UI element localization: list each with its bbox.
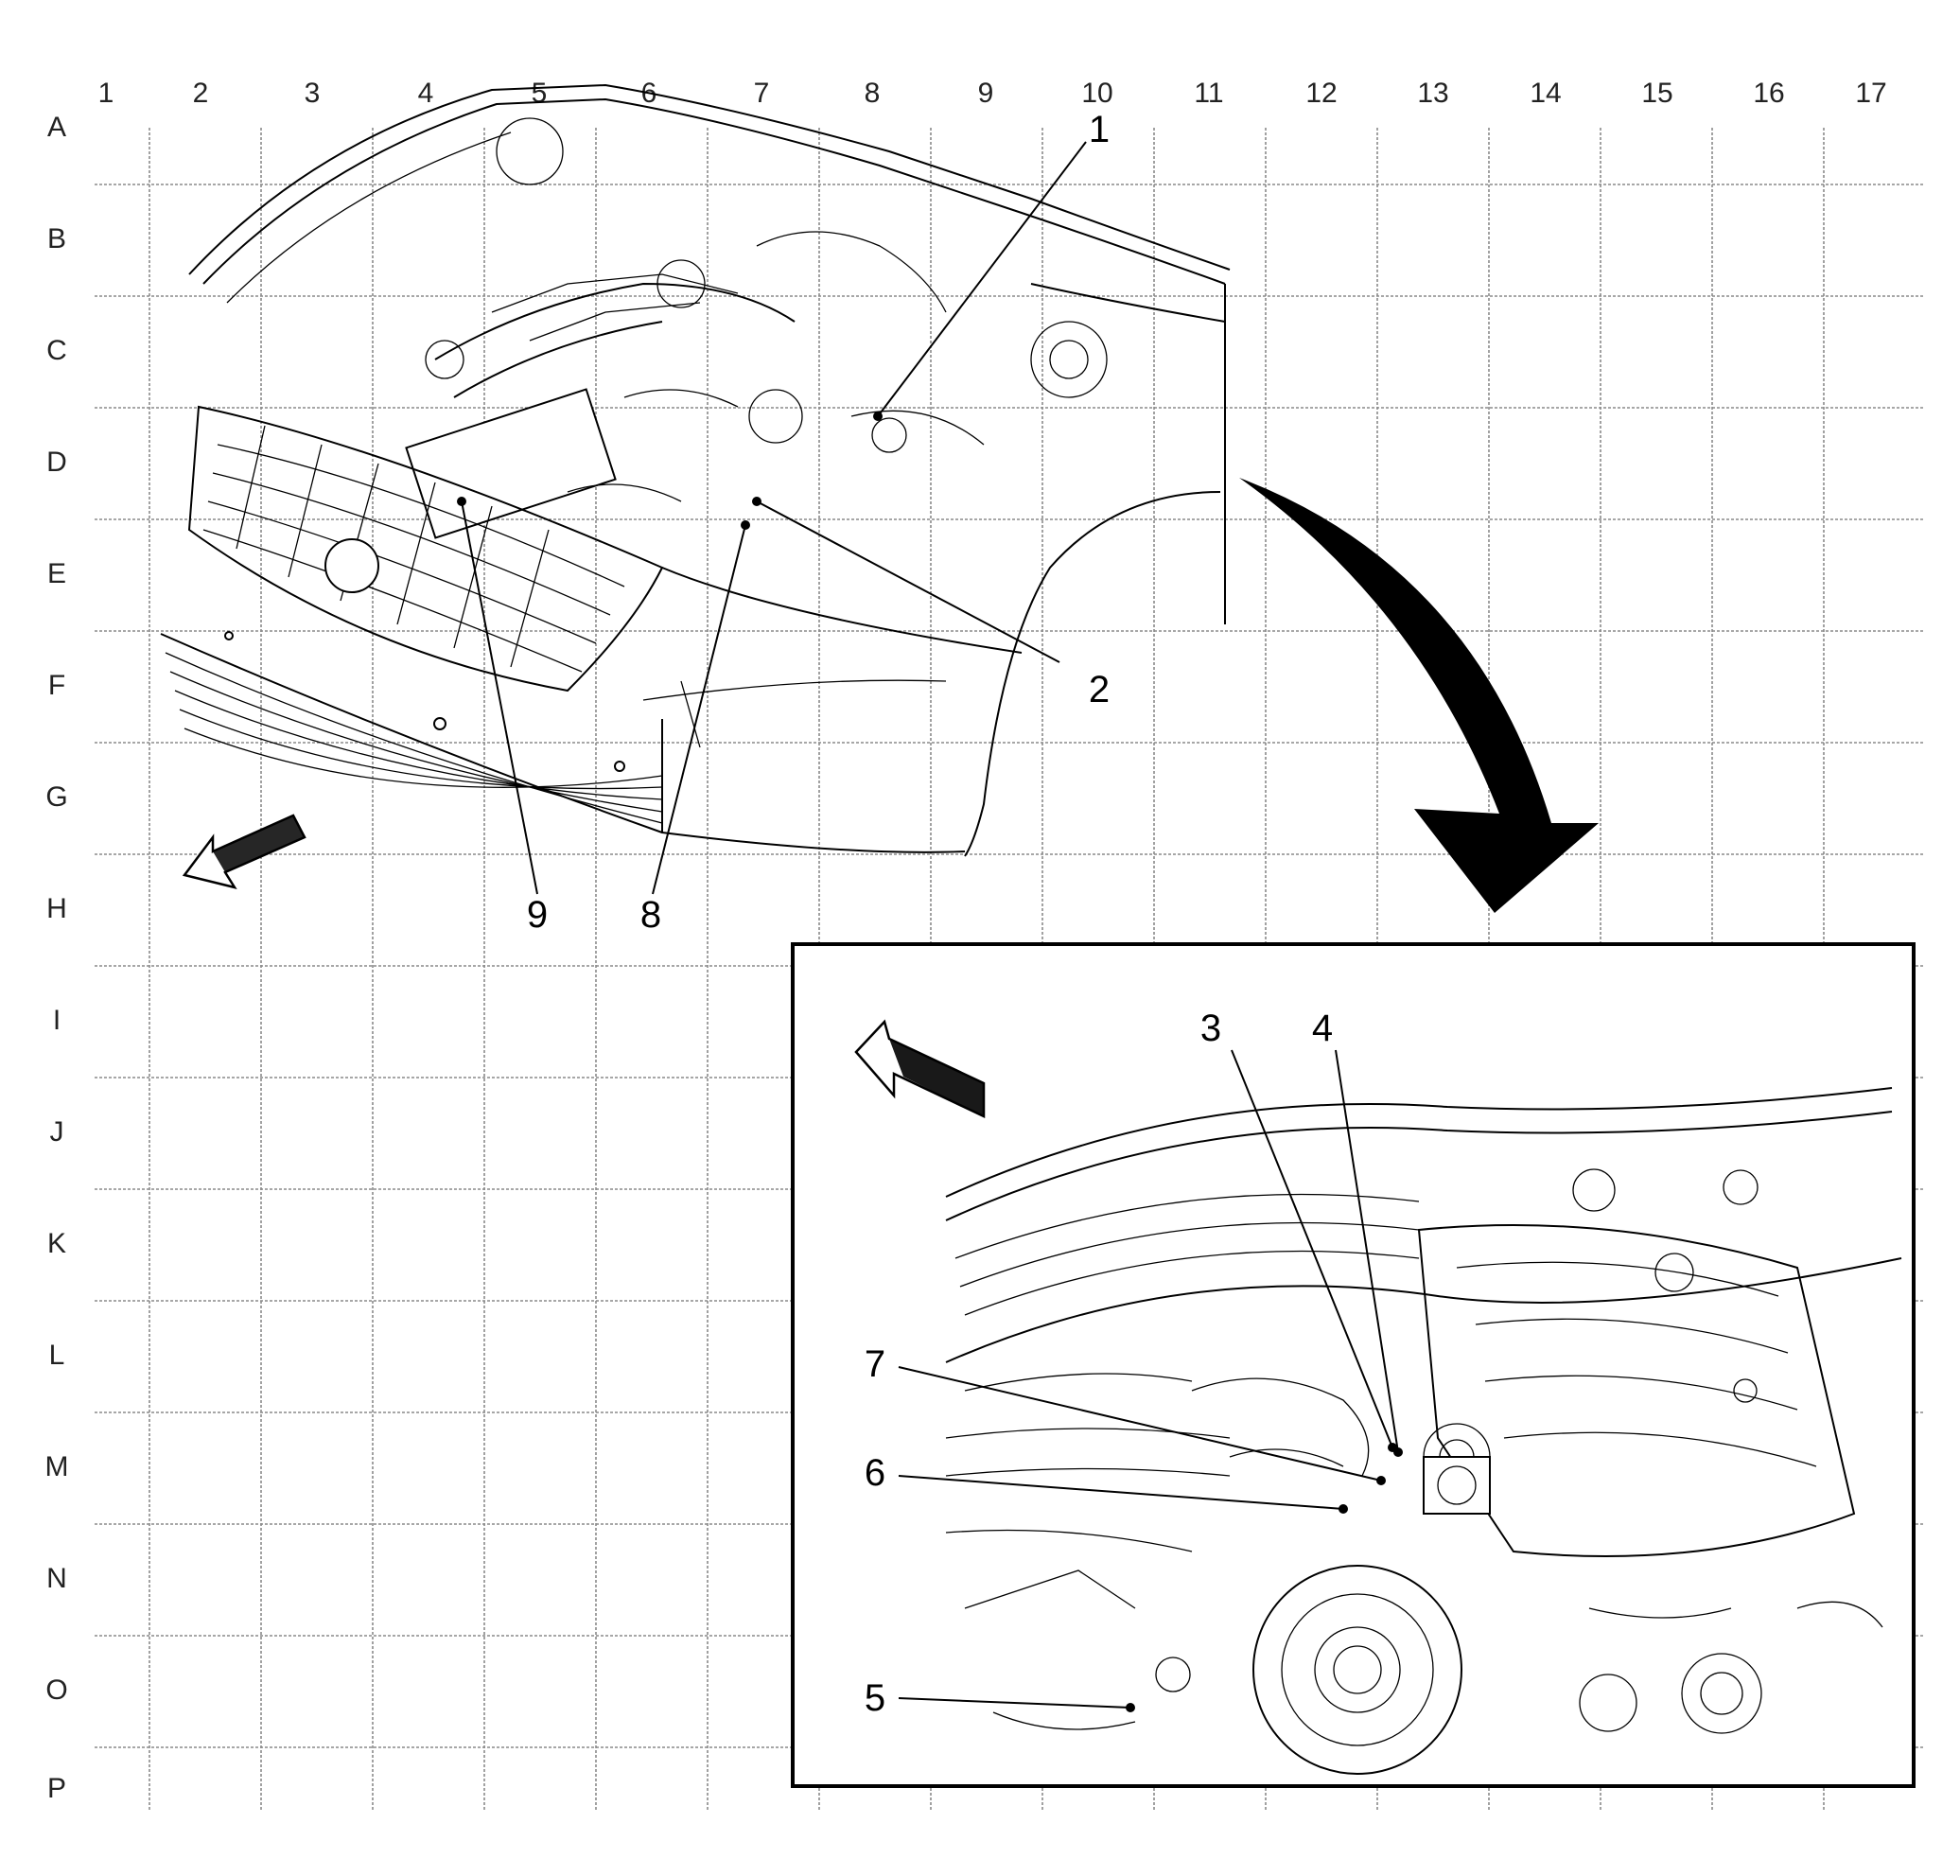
grid-column-label: 9 [978,78,994,109]
callout-leader-lines [457,141,1403,1712]
grid-row-label: P [47,1773,66,1804]
callout-labels: 1 2 3 4 5 6 7 8 9 [527,109,1333,1719]
grid-row-label: C [46,335,67,366]
detail-inset-engine-closeup [791,942,1916,1788]
grid-row-label: I [53,1005,61,1036]
zoom-detail-arrow-icon [1239,478,1599,913]
grid-column-label: 13 [1417,78,1448,109]
grid-column-label: 10 [1081,78,1112,109]
callout-5: 5 [865,1677,885,1719]
callout-3: 3 [1200,1008,1221,1049]
grid-column-label: 15 [1641,78,1672,109]
grid-column-label: 11 [1194,78,1223,109]
callout-1: 1 [1089,109,1110,150]
callout-4: 4 [1312,1008,1333,1049]
callout-2: 2 [1089,669,1110,710]
grid-column-label: 5 [532,78,548,109]
grid-column-label: 2 [193,78,209,109]
grid-column-label: 14 [1530,78,1561,109]
grid-row-label: O [45,1674,67,1706]
callout-9: 9 [527,894,548,936]
callout-7: 7 [865,1343,885,1385]
callout-6: 6 [865,1452,885,1494]
grid-column-label: 1 [98,78,114,109]
grid-row-label: N [46,1563,67,1594]
grid-column-label: 8 [865,78,881,109]
grid-row-label: L [49,1340,65,1371]
grid-row-label: H [46,893,67,924]
grid-row-label: K [47,1228,66,1259]
grid-row-label: A [47,112,66,143]
grid-row-label: M [45,1451,69,1482]
grid-row-label: J [50,1116,64,1148]
grid-row-label: E [47,558,66,589]
grid-row-label: F [48,670,65,701]
grid-column-label: 16 [1753,78,1784,109]
grid-row-label: D [46,447,67,478]
vehicle-front-engine-compartment-view [160,83,1231,857]
grid-column-label: 17 [1855,78,1886,109]
front-direction-arrow-icon [854,1019,986,1118]
grid-column-label: 7 [754,78,770,109]
callout-8: 8 [640,894,661,936]
grid-column-label: 4 [418,78,434,109]
front-direction-arrow-icon [182,814,306,889]
grid-column-label: 12 [1305,78,1337,109]
grid-column-label: 3 [305,78,321,109]
grid-row-label: G [45,781,67,813]
grid-row-label: B [47,223,66,254]
